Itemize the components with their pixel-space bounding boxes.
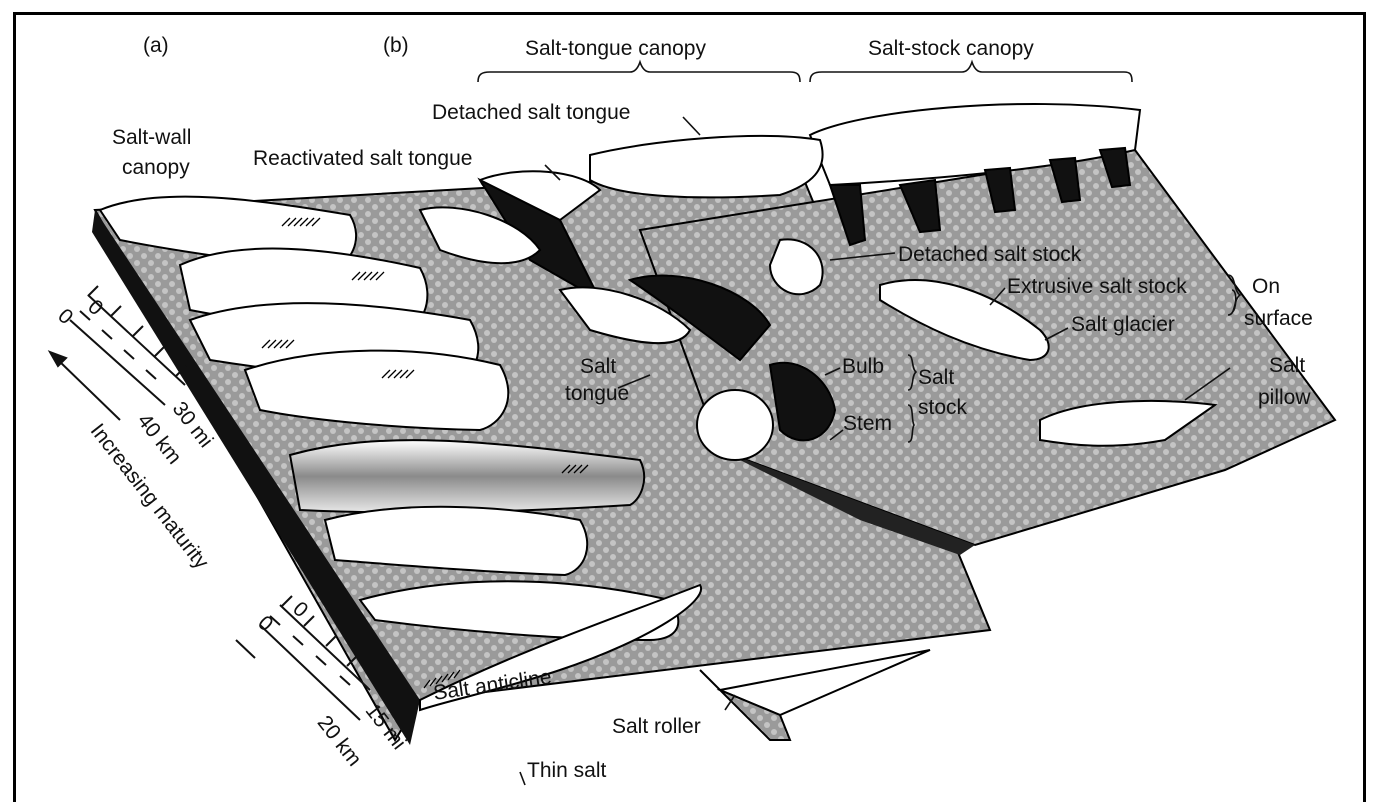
stem-label: Stem [843, 413, 892, 434]
extrusive-salt-stock-label: Extrusive salt stock [1007, 276, 1187, 297]
salt-roller-label: Salt roller [612, 716, 701, 737]
salt-tongue-label-line2: tongue [565, 383, 629, 404]
on-surface-label-line1: On [1252, 276, 1280, 297]
salt-stock-bracket [810, 62, 1132, 82]
on-surface-label-line2: surface [1244, 308, 1313, 329]
thin-salt-label: Thin salt [527, 760, 606, 781]
salt-pillow-label-line2: pillow [1258, 387, 1311, 408]
detached-salt-stock-label: Detached salt stock [898, 244, 1081, 265]
panel-b-label: (b) [383, 35, 409, 56]
salt-tongue-bracket [478, 62, 800, 82]
panel-a-label: (a) [143, 35, 169, 56]
salt-tongue-label-line1: Salt [580, 356, 616, 377]
salt-tongue-canopy-label: Salt-tongue canopy [525, 38, 706, 59]
salt-stock-label-line2: stock [918, 397, 967, 418]
bulb-label: Bulb [842, 356, 884, 377]
salt-glacier-label: Salt glacier [1071, 314, 1175, 335]
salt-pillow-label-line1: Salt [1269, 355, 1305, 376]
salt-wall-canopy-label-line1: Salt-wall [112, 127, 191, 148]
salt-stock-canopy-label: Salt-stock canopy [868, 38, 1034, 59]
salt-wall-canopy-label-line2: canopy [122, 157, 190, 178]
salt-stock-label-line1: Salt [918, 367, 954, 388]
reactivated-salt-tongue-label: Reactivated salt tongue [253, 148, 472, 169]
detached-salt-tongue-label: Detached salt tongue [432, 102, 630, 123]
